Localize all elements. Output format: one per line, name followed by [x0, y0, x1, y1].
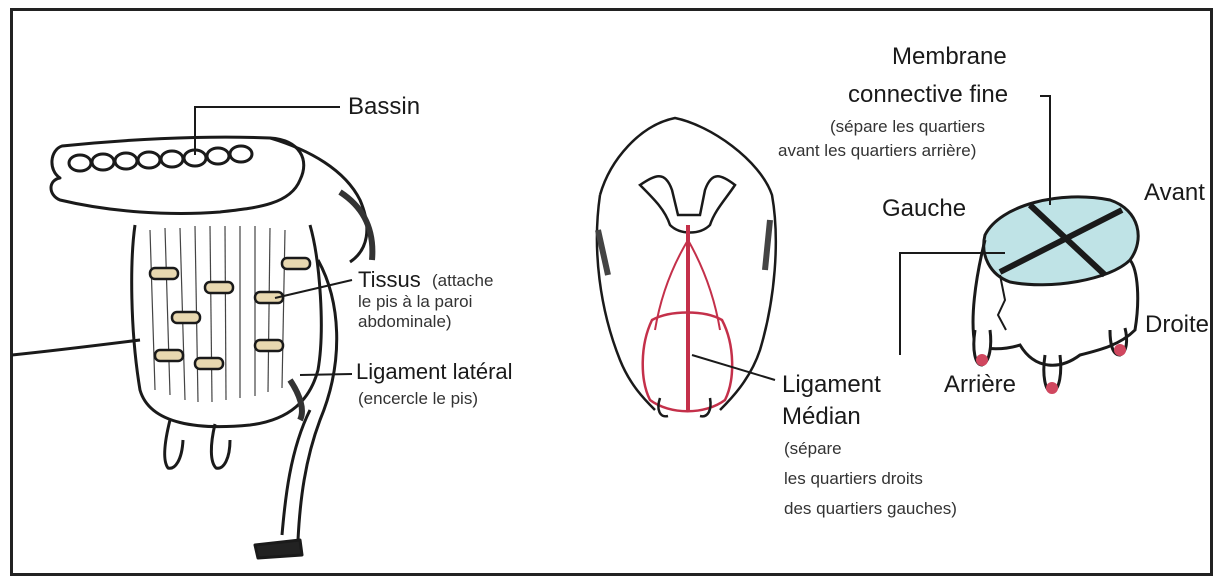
label-ligament-lateral-note: (encercle le pis) [358, 390, 478, 409]
rear-leg-shading-right [765, 220, 770, 270]
label-tissus-note-1: (attache [432, 272, 493, 291]
pelvis-bone [51, 137, 304, 213]
teat-left [165, 420, 183, 468]
belly-line [12, 340, 140, 355]
label-membrane-note-2: avant les quartiers arrière) [778, 142, 976, 161]
ligament-attachments [150, 258, 310, 369]
label-bassin: Bassin [348, 94, 420, 120]
tail [340, 192, 372, 260]
label-ligament-median-note-3: des quartiers gauches) [784, 500, 957, 519]
pelvis-rear [640, 176, 735, 232]
label-ligament-lateral: Ligament latéral [356, 360, 513, 384]
label-membrane-1: Membrane [892, 44, 1007, 70]
label-ligament-median-note-1: (sépare [784, 440, 842, 459]
label-ligament-median-1: Ligament [782, 372, 881, 398]
teat-right [211, 424, 230, 468]
label-ligament-median-2: Médian [782, 404, 861, 430]
label-avant: Avant [1144, 180, 1205, 206]
rear-body-left [597, 195, 655, 410]
tear-mark [998, 275, 1006, 330]
label-membrane-note-1: (sépare les quartiers [830, 118, 985, 137]
label-membrane-2: connective fine [848, 82, 1008, 108]
label-gauche: Gauche [882, 196, 966, 222]
leg-shading [290, 380, 302, 420]
suspensory-tissue-fibers [150, 226, 285, 402]
label-ligament-median-note-2: les quartiers droits [784, 470, 923, 489]
label-tissus-title: Tissus [358, 268, 421, 292]
label-tissus-note-2: le pis à la paroi [358, 293, 472, 312]
leader-median [692, 355, 775, 380]
vertebrae [69, 146, 252, 171]
side-view-cow [12, 137, 372, 558]
quarters-cutaway [973, 197, 1138, 392]
label-tissus-note-3: abdominale) [358, 313, 452, 332]
hoof [255, 540, 302, 558]
label-arriere: Arrière [944, 372, 1016, 398]
label-droite: Droite [1145, 312, 1209, 338]
